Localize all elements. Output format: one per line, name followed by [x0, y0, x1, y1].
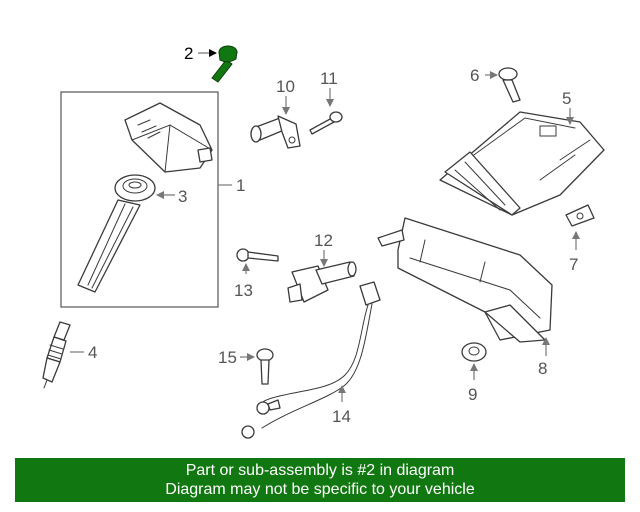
part-10-sensor[interactable] [250, 115, 301, 149]
part-15-bolt[interactable] [256, 348, 274, 385]
part-5-ecm[interactable] [439, 111, 605, 216]
assembly-1-box [60, 91, 219, 308]
part-13-bolt[interactable] [236, 248, 279, 262]
banner-line-1: Part or sub-assembly is #2 in diagram [185, 462, 455, 479]
callout-14[interactable]: 14 [332, 407, 351, 426]
callout-7[interactable]: 7 [569, 255, 578, 274]
callout-9[interactable]: 9 [468, 385, 477, 404]
callout-12[interactable]: 12 [314, 231, 333, 250]
callout-3[interactable]: 3 [178, 187, 187, 206]
callout-13[interactable]: 13 [234, 281, 253, 300]
part-4-spark-plug[interactable] [42, 321, 71, 389]
part-9-nut[interactable] [461, 342, 487, 362]
callout-10[interactable]: 10 [276, 77, 295, 96]
part-8-bracket[interactable] [377, 217, 553, 343]
callout-1[interactable]: 1 [236, 176, 245, 195]
callout-8[interactable]: 8 [538, 359, 547, 378]
callout-6[interactable]: 6 [470, 66, 479, 85]
callout-15[interactable]: 15 [218, 348, 237, 367]
callout-4[interactable]: 4 [88, 343, 97, 362]
callout-2[interactable]: 2 [184, 44, 193, 63]
part-6-bolt[interactable] [498, 67, 521, 103]
callout-11[interactable]: 11 [320, 69, 338, 88]
callout-5[interactable]: 5 [562, 89, 571, 108]
info-banner: Part or sub-assembly is #2 in diagram Di… [15, 458, 625, 502]
part-11-bolt[interactable] [309, 111, 343, 135]
banner-line-2: Diagram may not be specific to your vehi… [165, 481, 475, 498]
part-7-clip[interactable] [565, 204, 595, 227]
part-2-bolt[interactable] [211, 45, 238, 83]
part-ignition-coil[interactable] [124, 102, 213, 173]
part-3-coil-boot[interactable] [77, 174, 156, 293]
part-12-sensor[interactable] [287, 261, 357, 303]
